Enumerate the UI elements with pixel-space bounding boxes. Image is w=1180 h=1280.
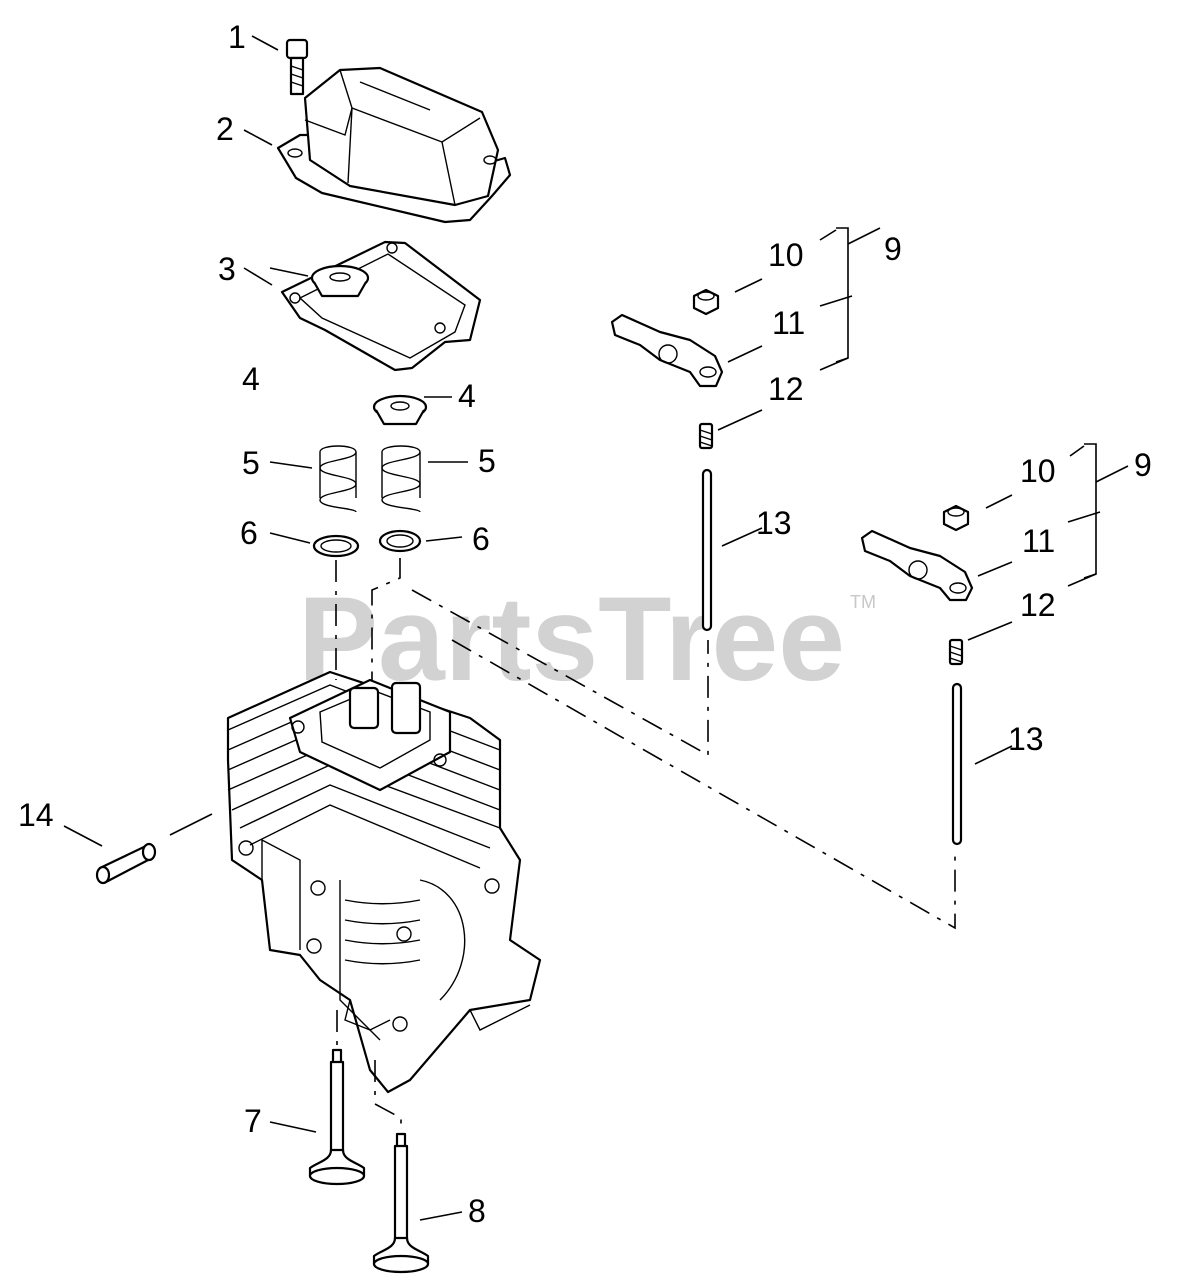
- callout-11-upper[interactable]: 11: [772, 305, 805, 341]
- callout-5-right[interactable]: 5: [478, 443, 496, 479]
- callout-9-lower[interactable]: 9: [1134, 447, 1152, 483]
- callout-10-upper[interactable]: 10: [768, 237, 804, 273]
- callout-13-upper[interactable]: 13: [756, 505, 792, 541]
- part-10-nut-upper[interactable]: [692, 288, 720, 316]
- watermark-text: PartsTree: [298, 572, 845, 706]
- callout-7[interactable]: 7: [244, 1103, 262, 1139]
- part-10-nut-lower[interactable]: [942, 504, 970, 532]
- part-1-bolt[interactable]: [285, 38, 309, 96]
- part-12-adjuster-lower[interactable]: [948, 638, 964, 666]
- callout-4-left[interactable]: 4: [242, 361, 260, 397]
- part-2-rocker-cover[interactable]: [276, 66, 512, 224]
- cylinder-head-block: [226, 670, 542, 1094]
- callout-5-left[interactable]: 5: [242, 445, 260, 481]
- watermark-trademark: TM: [850, 592, 876, 612]
- part-12-adjuster-upper[interactable]: [698, 422, 714, 450]
- callout-10-lower[interactable]: 10: [1020, 453, 1056, 489]
- part-14-pin[interactable]: [95, 842, 157, 885]
- callout-6-right[interactable]: 6: [472, 521, 490, 557]
- part-11-rocker-arm-lower[interactable]: [860, 529, 974, 602]
- callout-9-upper[interactable]: 9: [884, 231, 902, 267]
- leader-lines: [63, 35, 1129, 1221]
- part-7-valve[interactable]: [308, 1048, 366, 1186]
- callout-14[interactable]: 14: [18, 797, 54, 833]
- part-13-push-rod-upper[interactable]: [701, 468, 713, 632]
- callout-2[interactable]: 2: [216, 111, 234, 147]
- callout-labels: 1 2 3 4 4 5 5 6 6 7 8 14 9 10 11 12 13 9…: [18, 19, 1152, 1229]
- callout-4-right[interactable]: 4: [458, 378, 476, 414]
- callout-12-upper[interactable]: 12: [768, 371, 804, 407]
- part-13-push-rod-lower[interactable]: [951, 682, 963, 846]
- part-3-gasket[interactable]: [280, 240, 482, 372]
- part-4-retainer-right[interactable]: [372, 394, 428, 426]
- part-6-washer-right[interactable]: [378, 529, 422, 553]
- callout-8[interactable]: 8: [468, 1193, 486, 1229]
- part-8-valve[interactable]: [372, 1132, 430, 1274]
- part-6-washer-left[interactable]: [312, 534, 360, 558]
- callout-12-lower[interactable]: 12: [1020, 587, 1056, 623]
- assembly-lines: [335, 558, 956, 1132]
- part-11-rocker-arm-upper[interactable]: [610, 313, 724, 388]
- callout-13-lower[interactable]: 13: [1008, 721, 1044, 757]
- callout-6-left[interactable]: 6: [240, 515, 258, 551]
- part-4-retainer-left[interactable]: [310, 264, 370, 298]
- part-5-spring-left[interactable]: [319, 445, 357, 513]
- callout-1[interactable]: 1: [228, 19, 246, 55]
- part-5-spring-right[interactable]: [381, 445, 421, 513]
- callout-3[interactable]: 3: [218, 251, 236, 287]
- callout-11-lower[interactable]: 11: [1022, 523, 1055, 559]
